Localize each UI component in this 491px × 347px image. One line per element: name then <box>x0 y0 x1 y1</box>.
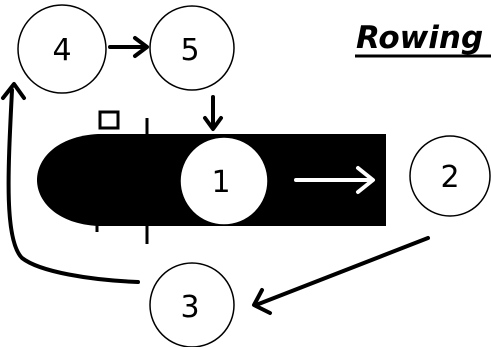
arrow-4-to-5 <box>108 36 149 58</box>
arrow-2-to-3 <box>252 236 430 315</box>
node-2-label: 2 <box>440 160 459 195</box>
node-4-label: 4 <box>52 33 71 68</box>
arrow-1-to-2 <box>294 166 375 194</box>
node-4-circle <box>17 4 107 94</box>
node-1: 1 <box>179 136 269 226</box>
diagram-title: Rowing <box>356 20 483 56</box>
node-5-circle <box>149 5 235 91</box>
node-4: 4 <box>17 4 107 94</box>
node-3-label: 3 <box>180 290 199 325</box>
node-2-circle <box>409 135 491 217</box>
node-1-label: 1 <box>211 165 230 200</box>
boat-marker-square <box>98 110 120 130</box>
node-3: 3 <box>149 262 235 347</box>
node-5: 5 <box>149 5 235 91</box>
arrow-3-to-4 <box>1 82 140 284</box>
node-2: 2 <box>409 135 491 217</box>
node-5-label: 5 <box>180 33 199 68</box>
arrow-5-to-1 <box>203 95 223 131</box>
node-1-circle <box>179 136 269 226</box>
title-group: Rowing <box>355 20 491 58</box>
node-3-circle <box>149 262 235 347</box>
